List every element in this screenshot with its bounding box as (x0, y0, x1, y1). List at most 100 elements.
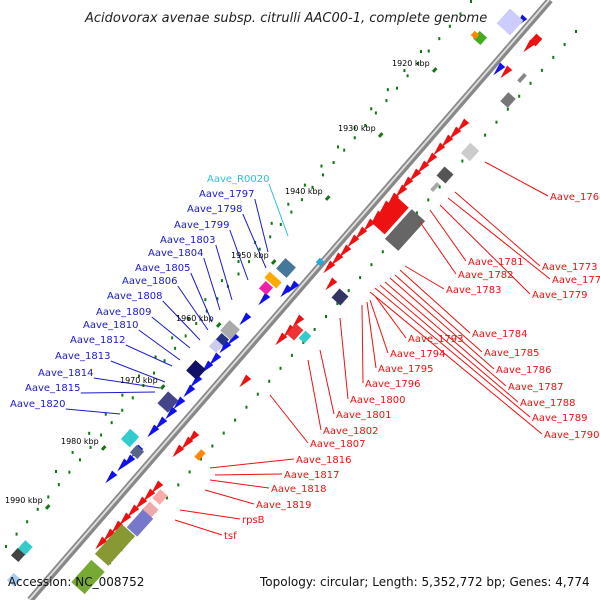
gene-box-magenta (258, 280, 274, 296)
accession-text: Accession: NC_008752 (8, 575, 144, 589)
tick-dot-outer (47, 495, 50, 499)
right-gene-label: Aave_1819 (256, 500, 312, 511)
reverse-gene-arrow (239, 312, 252, 326)
tick-dot-outer (374, 111, 377, 115)
tick-dot-inner (359, 276, 362, 280)
right-gene-label: Aave_1782 (458, 270, 514, 281)
tick-dot-outer (110, 421, 113, 425)
tick-dot-outer (438, 37, 441, 41)
left-gene-label: Aave_1804 (148, 248, 204, 259)
kbp-tick-label: 1950 kbp (231, 251, 269, 260)
forward-gene-arrow (449, 126, 462, 140)
forward-gene-arrow (127, 504, 140, 518)
left-gene-label: Aave_1815 (25, 383, 81, 394)
left-leader-line (242, 213, 267, 269)
tick-dot-inner (165, 496, 168, 500)
forward-gene-arrow (401, 176, 414, 190)
gene-box-dark (517, 72, 527, 84)
tick-dot-far (71, 450, 74, 454)
tick-dot-far (370, 107, 373, 111)
tick-dot-far (420, 50, 422, 53)
right-leader-line (447, 197, 551, 280)
tick-dot-outer (396, 86, 399, 90)
tick-dot-far (270, 221, 273, 225)
right-gene-label: Aave_1789 (532, 413, 588, 424)
right-gene-label: Aave_1795 (378, 364, 434, 375)
tick-dot-inner (211, 444, 214, 448)
left-leader-line (151, 316, 191, 349)
reverse-gene-arrow (258, 292, 271, 306)
tick-dot-outer (258, 247, 261, 251)
kbp-tick-mark (44, 504, 51, 510)
kbp-tick-mark (215, 322, 222, 328)
left-gene-label: Aave_1808 (107, 291, 163, 302)
tick-dot-inner (438, 185, 441, 189)
forward-gene-arrow (103, 528, 116, 542)
reverse-gene-arrow (173, 396, 186, 410)
tick-dot-outer (100, 433, 103, 437)
right-gene-label: Aave_1800 (350, 395, 406, 406)
gene-box-dark (436, 166, 454, 184)
gene-box-grey (460, 142, 480, 162)
reverse-gene-arrow (165, 406, 178, 420)
right-gene-label: Aave_1785 (484, 348, 540, 359)
gene-box-orange (470, 30, 480, 40)
kbp-tick-label: 1930 kbp (338, 124, 376, 133)
left-leader-line (254, 198, 269, 253)
left-gene-label: Aave_1809 (96, 307, 152, 318)
left-gene-label: Aave_1820 (10, 399, 66, 410)
tick-dot-outer (26, 520, 29, 524)
reverse-gene-arrow (155, 416, 168, 430)
right-leader-line (307, 359, 322, 431)
kbp-tick-label: 1920 kbp (392, 59, 430, 68)
right-leader-line (319, 349, 335, 415)
topology-summary: Topology: circular; Length: 5,352,772 bp… (259, 575, 590, 589)
tick-dot-inner (325, 315, 327, 318)
gene-box-pink (152, 489, 168, 505)
left-leader-line (138, 329, 181, 361)
right-gene-label: Aave_1775 (552, 275, 600, 286)
tick-dot-far (88, 431, 91, 435)
tick-dot-inner (495, 120, 498, 124)
left-gene-label: Aave_1805 (135, 263, 191, 274)
right-gene-label: Aave_1783 (446, 285, 502, 296)
tick-dot-outer (332, 161, 335, 165)
reverse-gene-arrow (183, 384, 196, 398)
right-leader-line (454, 191, 541, 267)
rna-feature (315, 257, 325, 267)
tick-dot-inner (222, 431, 225, 435)
tick-dot-inner (484, 133, 487, 137)
gene-labels: Aave_R0020Aave_1797Aave_1798Aave_1799Aav… (10, 174, 600, 542)
map-title: Acidovorax avenae subsp. citrulli AAC00-… (84, 11, 487, 26)
right-leader-line (366, 301, 377, 369)
reverse-gene-arrow (493, 62, 506, 76)
right-leader-line (439, 204, 531, 295)
forward-gene-arrow (409, 168, 422, 182)
tick-dot-outer (290, 210, 293, 214)
tick-dot-outer (152, 371, 155, 375)
right-leader-line (394, 274, 483, 353)
tick-dot-far (353, 126, 356, 130)
left-gene-label: Aave_1806 (122, 276, 178, 287)
tick-dot-outer (121, 408, 124, 412)
forward-gene-arrow (239, 374, 252, 388)
tick-dot-inner (200, 457, 202, 461)
right-gene-label: Aave_1788 (520, 398, 576, 409)
gene-box-dark (384, 209, 426, 251)
right-leader-line (369, 291, 543, 435)
reverse-gene-arrow (287, 280, 300, 294)
genome-backbone-highlight (28, 0, 550, 600)
tick-dot-inner (518, 94, 521, 98)
gene-box-navy (186, 360, 206, 380)
gene-box-lavender (208, 338, 224, 354)
kbp-tick-label: 1960 kbp (176, 314, 214, 323)
right-leader-line (429, 209, 467, 262)
left-gene-label: Aave_1813 (55, 351, 111, 362)
tick-dot-outer (184, 334, 187, 338)
right-leader-line (361, 304, 364, 384)
reverse-gene-arrow (117, 458, 130, 472)
forward-gene-arrow (457, 118, 470, 132)
forward-gene-arrow (355, 226, 368, 240)
tick-dot-far (137, 374, 140, 378)
kbp-tick-mark (270, 259, 277, 265)
